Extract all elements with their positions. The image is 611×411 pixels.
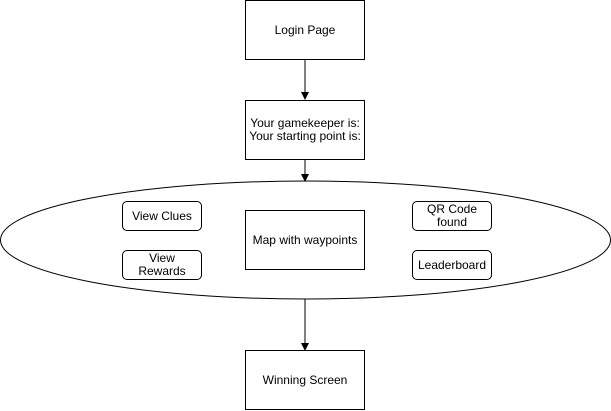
leaderboard-node: Leaderboard [412, 250, 492, 280]
gamekeeper-info-node: Your gamekeeper is: Your starting point … [245, 100, 365, 160]
winning-screen-label: Winning Screen [262, 372, 348, 387]
qr-code-found-node: QR Code found [412, 201, 492, 231]
view-rewards-label: View Rewards [138, 251, 186, 278]
map-waypoints-node: Map with waypoints [245, 210, 365, 270]
winning-screen-node: Winning Screen [245, 350, 365, 410]
view-rewards-node: View Rewards [122, 250, 202, 280]
view-clues-node: View Clues [122, 201, 202, 231]
map-waypoints-label: Map with waypoints [252, 232, 358, 247]
leaderboard-label: Leaderboard [417, 257, 487, 272]
gamekeeper-info-label: Your gamekeeper is: Your starting point … [249, 116, 361, 143]
view-clues-label: View Clues [132, 208, 192, 223]
login-page-label: Login Page [274, 22, 336, 37]
qr-code-found-label: QR Code found [426, 202, 478, 229]
login-page-node: Login Page [245, 0, 365, 60]
